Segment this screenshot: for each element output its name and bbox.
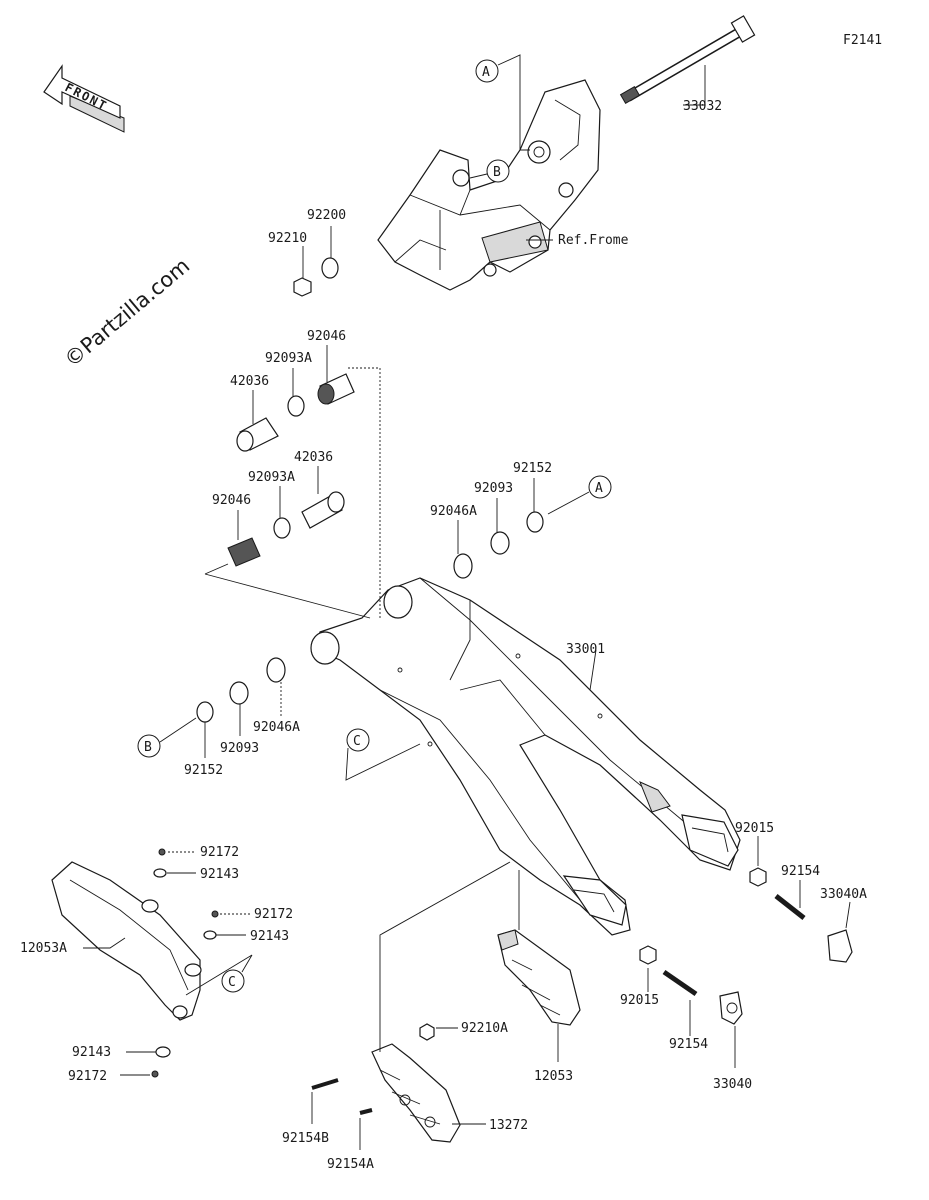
label-92093-right: 92093 [474, 481, 513, 496]
svg-text:C: C [228, 975, 236, 990]
label-92046a-left: 92046A [253, 720, 300, 735]
label-33040a: 33040A [820, 887, 867, 902]
label-92015-lower: 92015 [620, 993, 659, 1008]
label-92210: 92210 [268, 231, 307, 246]
label-33001: 33001 [566, 642, 605, 657]
label-92154-lower: 92154 [669, 1037, 708, 1052]
label-92154-right: 92154 [781, 864, 820, 879]
callout-c-slider: C [185, 954, 253, 996]
label-92143-a: 92143 [200, 867, 239, 882]
label-92172-c: 92172 [68, 1069, 107, 1084]
label-92152-left: 92152 [184, 763, 223, 778]
label-92093a-top: 92093A [265, 351, 312, 366]
nut-92210 [293, 277, 312, 297]
svg-text:B: B [144, 740, 152, 755]
watermark: ©Partzilla.com [60, 254, 194, 372]
fasteners-12053a [151, 848, 219, 1078]
label-33032: 33032 [683, 99, 722, 114]
svg-text:A: A [595, 481, 603, 496]
label-92046-mid: 92046 [212, 493, 251, 508]
frame-section [377, 79, 601, 291]
label-42036-mid: 42036 [294, 450, 333, 465]
right-pivot-spacers [453, 511, 544, 579]
label-ref-frame: Ref.Frome [558, 233, 629, 248]
svg-text:B: B [493, 165, 501, 180]
diagram-id: F2141 [843, 33, 882, 48]
label-92046a-right: 92046A [430, 504, 477, 519]
label-92143-c: 92143 [72, 1045, 111, 1060]
chain-guide-13272 [371, 1043, 461, 1143]
label-92093-left: 92093 [220, 741, 259, 756]
callout-a-top: A [475, 54, 530, 151]
label-92200: 92200 [307, 208, 346, 223]
label-42036-top: 42036 [230, 374, 269, 389]
pivot-shaft-33032 [619, 15, 756, 105]
label-33040: 33040 [713, 1077, 752, 1092]
left-pivot-spacers [196, 657, 286, 723]
label-92046-top: 92046 [307, 329, 346, 344]
reference-lines [204, 367, 381, 620]
label-92143-b: 92143 [250, 929, 289, 944]
label-92152-right: 92152 [513, 461, 552, 476]
label-92015-right: 92015 [735, 821, 774, 836]
svg-text:C: C [353, 734, 361, 749]
chain-slider-12053a [51, 861, 202, 1021]
bushing-group-upper [236, 373, 355, 452]
bushing-group-middle [227, 491, 345, 567]
chain-guide-12053 [497, 929, 581, 1026]
label-92093a-mid: 92093A [248, 470, 295, 485]
leader-lines [83, 65, 851, 1150]
label-12053: 12053 [534, 1069, 573, 1084]
callout-c-swingarm: C [345, 728, 421, 781]
washer-92200 [321, 257, 339, 279]
swingarm-33001 [310, 577, 741, 936]
svg-text:A: A [482, 65, 490, 80]
label-92154b: 92154B [282, 1131, 329, 1146]
label-92172-a: 92172 [200, 845, 239, 860]
callout-b-left: B [137, 717, 197, 758]
front-arrow-icon: FRONT [43, 64, 125, 133]
label-92172-b: 92172 [254, 907, 293, 922]
callout-b-top: B [469, 159, 510, 183]
part-labels: 33032 Ref.Frome 92200 92210 92046 92093A… [20, 99, 867, 1172]
label-12053a: 12053A [20, 941, 67, 956]
callout-a-right: A [547, 475, 612, 515]
label-92210a: 92210A [461, 1021, 508, 1036]
label-92154a: 92154A [327, 1157, 374, 1172]
label-13272: 13272 [489, 1118, 528, 1133]
adjuster-hardware [311, 867, 853, 1115]
